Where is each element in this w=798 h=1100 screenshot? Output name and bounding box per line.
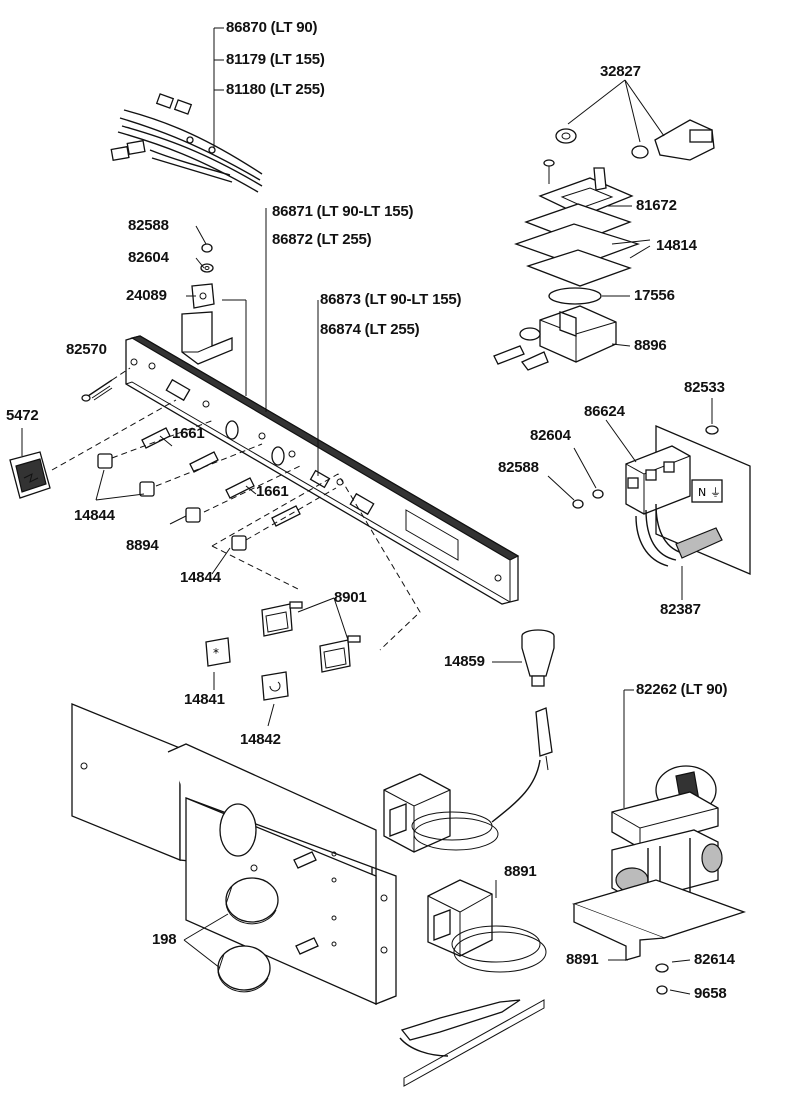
lamp-holders [95, 419, 337, 575]
terminal-block: N ⏚ [547, 398, 751, 600]
label-1661-a: 1661 [172, 425, 205, 442]
label-82604-top: 82604 [128, 249, 169, 266]
label-82262: 82262 (LT 90) [636, 681, 728, 698]
rotate-button-icon [269, 681, 281, 692]
label-81672: 81672 [636, 197, 677, 214]
label-82614: 82614 [694, 951, 735, 968]
label-8896: 8896 [634, 337, 667, 354]
label-86870: 86870 (LT 90) [226, 19, 318, 36]
screw-82570 [81, 367, 131, 402]
indicator-14859 [492, 629, 555, 771]
thermostat-switch-assembly [493, 79, 715, 371]
button-14841-star: * [205, 637, 231, 690]
label-81180: 81180 (LT 255) [226, 81, 325, 98]
earth-symbol: ⏚ [710, 486, 721, 499]
label-1661-b: 1661 [256, 483, 289, 500]
label-82387: 82387 [660, 601, 701, 618]
label-86624: 86624 [584, 403, 625, 420]
label-82588-mid: 82588 [498, 459, 539, 476]
label-14842: 14842 [240, 731, 281, 748]
label-14844-b: 14844 [180, 569, 221, 586]
knobs-198 [183, 877, 279, 993]
terminal-N-label: N [698, 486, 706, 499]
bracket-24089 [181, 243, 247, 396]
label-8901: 8901 [334, 589, 367, 606]
label-14814: 14814 [656, 237, 697, 254]
lower-panel [71, 703, 397, 1005]
label-14859: 14859 [444, 653, 485, 670]
rocker-switch-5472 [9, 399, 177, 499]
label-86874: 86874 (LT 255) [320, 321, 420, 338]
label-82570: 82570 [66, 341, 107, 358]
label-8891-a: 8891 [504, 863, 537, 880]
label-86872: 86872 (LT 255) [272, 231, 372, 248]
button-14842-rotate [261, 671, 289, 727]
label-17556: 17556 [634, 287, 675, 304]
label-32827: 32827 [600, 63, 641, 80]
label-24089: 24089 [126, 287, 167, 304]
pushbutton-switches-8901 [211, 473, 421, 673]
label-9658: 9658 [694, 985, 727, 1002]
label-198: 198 [152, 931, 177, 948]
contactor-82262 [571, 689, 746, 995]
label-82604-mid: 82604 [530, 427, 571, 444]
thermostat-upper [383, 759, 541, 853]
label-8894: 8894 [126, 537, 159, 554]
thermostat-8891-lower [399, 879, 547, 1087]
label-82588-top: 82588 [128, 217, 169, 234]
label-82533: 82533 [684, 379, 725, 396]
label-14841: 14841 [184, 691, 225, 708]
label-86871: 86871 (LT 90-LT 155) [272, 203, 414, 220]
label-14844-a: 14844 [74, 507, 115, 524]
top-hardware-leaders [186, 205, 651, 347]
label-81179: 81179 (LT 155) [226, 51, 325, 68]
wire-harness [110, 27, 263, 193]
label-5472: 5472 [6, 407, 39, 424]
star-button-icon: * [213, 646, 219, 660]
control-panel-strip [125, 208, 520, 605]
label-86873: 86873 (LT 90-LT 155) [320, 291, 462, 308]
label-8891-b: 8891 [566, 951, 599, 968]
